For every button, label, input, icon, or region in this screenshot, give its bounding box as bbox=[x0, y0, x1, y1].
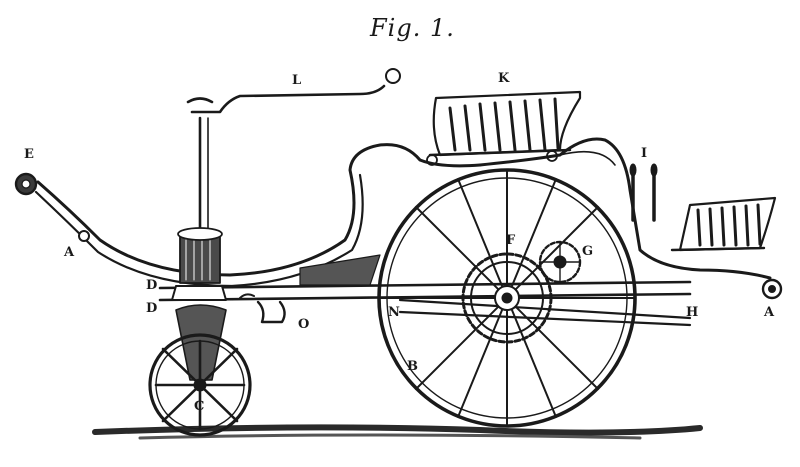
label-d-upper: D bbox=[146, 278, 158, 293]
label-o: O bbox=[298, 317, 310, 332]
label-d-lower: D bbox=[146, 301, 158, 316]
steering-tiller bbox=[186, 68, 401, 114]
label-i: I bbox=[641, 146, 648, 161]
main-perch bbox=[34, 137, 772, 288]
label-h: H bbox=[686, 305, 699, 320]
label-e: E bbox=[24, 147, 34, 162]
label-f: F bbox=[506, 233, 516, 248]
label-k: K bbox=[498, 71, 510, 86]
label-a-rear: A bbox=[64, 245, 75, 260]
label-l: L bbox=[292, 73, 302, 88]
roller-a bbox=[761, 278, 783, 300]
label-g: G bbox=[582, 244, 594, 259]
gear-f bbox=[461, 252, 553, 344]
perch-knob bbox=[78, 230, 90, 242]
step-o bbox=[239, 293, 286, 324]
figure-title: Fig. 1. bbox=[370, 14, 455, 42]
label-n: N bbox=[388, 305, 400, 320]
lower-beam bbox=[158, 254, 692, 327]
label-a-front: A bbox=[764, 305, 775, 320]
rear-seat bbox=[670, 196, 777, 252]
seat-k bbox=[426, 90, 582, 166]
label-c: C bbox=[194, 399, 205, 414]
treadles-i bbox=[629, 163, 658, 222]
steering-column bbox=[177, 116, 223, 284]
end-scroll-e bbox=[14, 172, 38, 196]
label-b: B bbox=[407, 359, 418, 374]
front-wheel-c bbox=[148, 333, 252, 437]
gear-g bbox=[538, 240, 582, 284]
